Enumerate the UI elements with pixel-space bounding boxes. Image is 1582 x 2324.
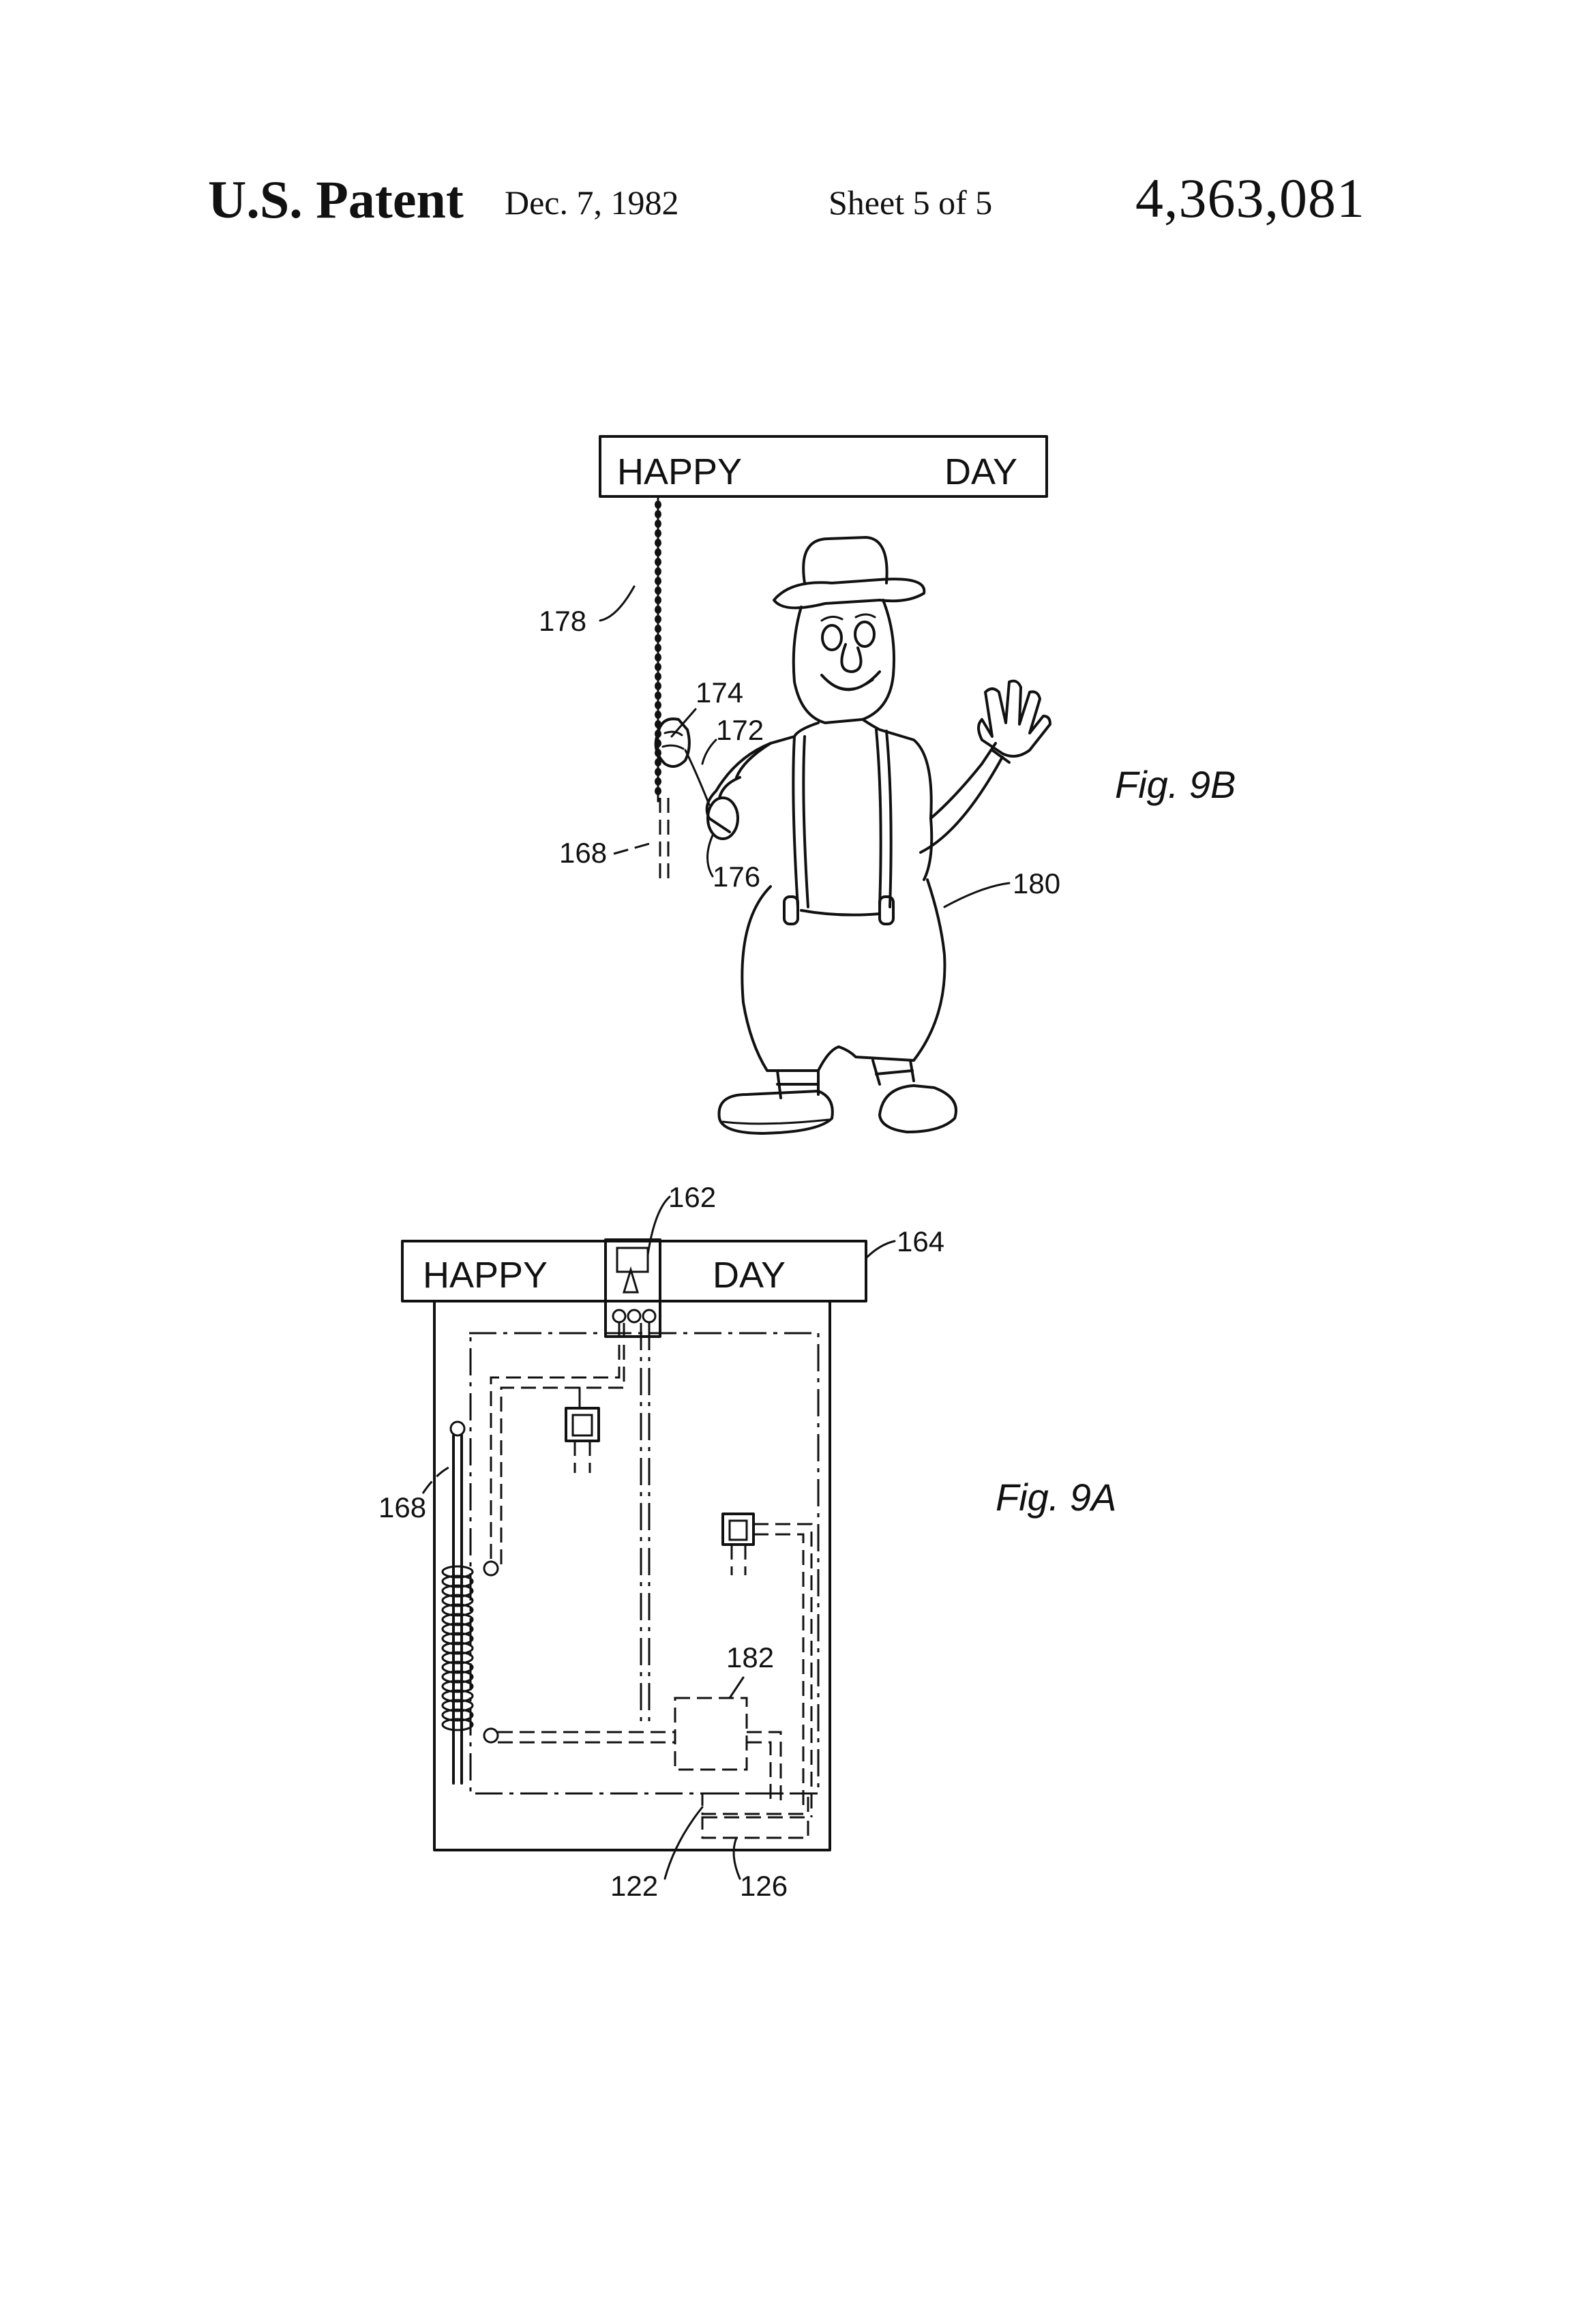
ref-168-9a: 168 — [378, 1491, 426, 1523]
inner-wiring-frame — [469, 1333, 818, 1793]
chain-bead — [655, 653, 661, 661]
ref-164: 164 — [897, 1225, 944, 1257]
ref-178: 178 — [539, 605, 586, 637]
chain-bead — [655, 625, 661, 633]
suspender-left — [793, 736, 798, 907]
chain-bead — [655, 691, 661, 700]
chain-bead — [655, 644, 661, 652]
right-shoe — [880, 1086, 956, 1132]
hat-crown — [803, 537, 886, 583]
sign-text-happy-9b: HAPPY — [617, 451, 742, 492]
right-eye — [855, 622, 874, 646]
head — [794, 600, 894, 723]
chain-bead — [655, 558, 661, 566]
ref-168-9b: 168 — [559, 837, 607, 869]
chain-bead — [655, 634, 661, 642]
chain-bead — [655, 682, 661, 690]
box-182 — [675, 1698, 747, 1770]
ref-126: 126 — [740, 1870, 788, 1902]
button-left — [784, 897, 798, 924]
clown-figure — [656, 537, 1050, 1133]
left-cuff — [708, 798, 738, 839]
chain-bead — [655, 596, 661, 604]
sign-text-day-9a: DAY — [713, 1255, 786, 1296]
chain-bead — [655, 529, 661, 537]
ref-176: 176 — [713, 861, 760, 893]
chain-bead — [655, 615, 661, 623]
waving-glove — [979, 681, 1050, 756]
chain-bead — [655, 539, 661, 547]
chain-bead — [655, 577, 661, 585]
left-shoe — [719, 1091, 833, 1133]
sign-text-day-9b: DAY — [944, 451, 1017, 492]
battery-126 — [702, 1817, 808, 1838]
fig-9b-label: Fig. 9B — [1115, 763, 1236, 806]
link-172 — [685, 750, 709, 805]
chain-bead — [655, 520, 661, 528]
battery-122 — [702, 1793, 808, 1814]
suspender-right — [876, 730, 881, 907]
chain-bead — [655, 606, 661, 614]
chain-bead — [655, 501, 661, 509]
chain-bead — [655, 510, 661, 518]
chain-bead — [655, 586, 661, 595]
nose — [841, 644, 861, 672]
chain-bead — [655, 768, 661, 776]
figure-9a: HAPPY DAY — [378, 1181, 1116, 1902]
chain-bead — [655, 663, 661, 671]
chain-bead — [655, 548, 661, 556]
left-eye — [822, 625, 841, 650]
right-arm — [931, 743, 996, 818]
hat-brim — [774, 579, 924, 608]
chain-bead — [655, 787, 661, 795]
chain-bead — [655, 567, 661, 576]
chain-bead — [655, 711, 661, 719]
ref-182: 182 — [726, 1641, 774, 1673]
figure-9b: HAPPY DAY — [539, 436, 1236, 1133]
chain-bead — [655, 777, 661, 786]
trousers — [742, 880, 944, 1071]
ref-122: 122 — [610, 1870, 658, 1902]
sign-text-happy-9a: HAPPY — [423, 1255, 548, 1296]
chain-bead — [655, 701, 661, 709]
ref-162: 162 — [668, 1181, 716, 1213]
chain-bead — [655, 672, 661, 681]
coil — [443, 1566, 473, 1730]
ref-174: 174 — [696, 676, 743, 709]
ref-172: 172 — [716, 714, 764, 746]
fig-9a-label: Fig. 9A — [996, 1476, 1116, 1519]
ref-180: 180 — [1013, 867, 1060, 899]
